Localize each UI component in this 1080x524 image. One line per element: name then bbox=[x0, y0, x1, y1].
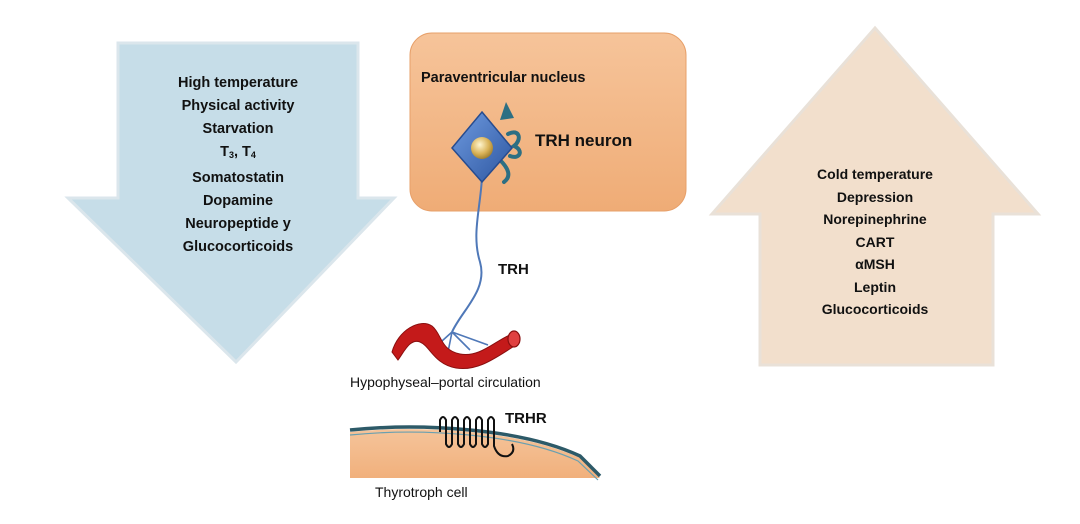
inhibitor-list: High temperature Physical activity Starv… bbox=[138, 72, 338, 259]
stimulator-up-arrow bbox=[708, 25, 1042, 367]
inhibitor-item: Glucocorticoids bbox=[182, 239, 294, 255]
inhibitor-item: Neuropeptide y bbox=[185, 216, 291, 232]
stimulator-item: CART bbox=[855, 233, 895, 250]
trh-axon bbox=[451, 159, 484, 333]
stimulator-item: Depression bbox=[836, 188, 914, 205]
stimulator-list: Cold temperature Depression Norepinephri… bbox=[775, 163, 975, 321]
portal-vessel-opening bbox=[507, 330, 521, 348]
stimulator-item: Glucocorticoids bbox=[821, 301, 929, 317]
inhibitor-item: Somatostatin bbox=[192, 170, 284, 186]
stimulator-item: αMSH bbox=[855, 256, 895, 272]
dendrite-top bbox=[500, 102, 514, 120]
stimulator-item: Cold temperature bbox=[817, 166, 933, 182]
portal-vessel bbox=[391, 323, 519, 370]
neuron-nucleus bbox=[471, 137, 493, 159]
portal-circulation-label: Hypophyseal–portal circulation bbox=[350, 374, 541, 390]
dendrite-lower bbox=[498, 158, 511, 184]
inhibitor-item: T3, T4 bbox=[220, 144, 256, 160]
thyrotroph-cell-label: Thyrotroph cell bbox=[375, 484, 468, 500]
trh-receptor-label: TRHR bbox=[505, 410, 547, 427]
inhibitor-item: Physical activity bbox=[181, 98, 295, 114]
trh-label: TRH bbox=[498, 261, 529, 278]
paraventricular-nucleus-label: Paraventricular nucleus bbox=[421, 70, 586, 86]
stimulator-item: Norepinephrine bbox=[823, 211, 927, 227]
stimulator-item: Leptin bbox=[854, 278, 896, 295]
inhibitor-item: Starvation bbox=[202, 121, 274, 137]
trh-receptor bbox=[439, 416, 515, 458]
inhibitor-item: Dopamine bbox=[202, 193, 274, 209]
thyrotroph-cell bbox=[350, 429, 600, 478]
trh-neuron-label: TRH neuron bbox=[535, 131, 633, 150]
inhibitor-item: High temperature bbox=[177, 75, 299, 91]
inhibitor-down-arrow bbox=[64, 41, 398, 365]
dendrite-right bbox=[506, 130, 522, 159]
paraventricular-nucleus-box bbox=[409, 32, 687, 212]
